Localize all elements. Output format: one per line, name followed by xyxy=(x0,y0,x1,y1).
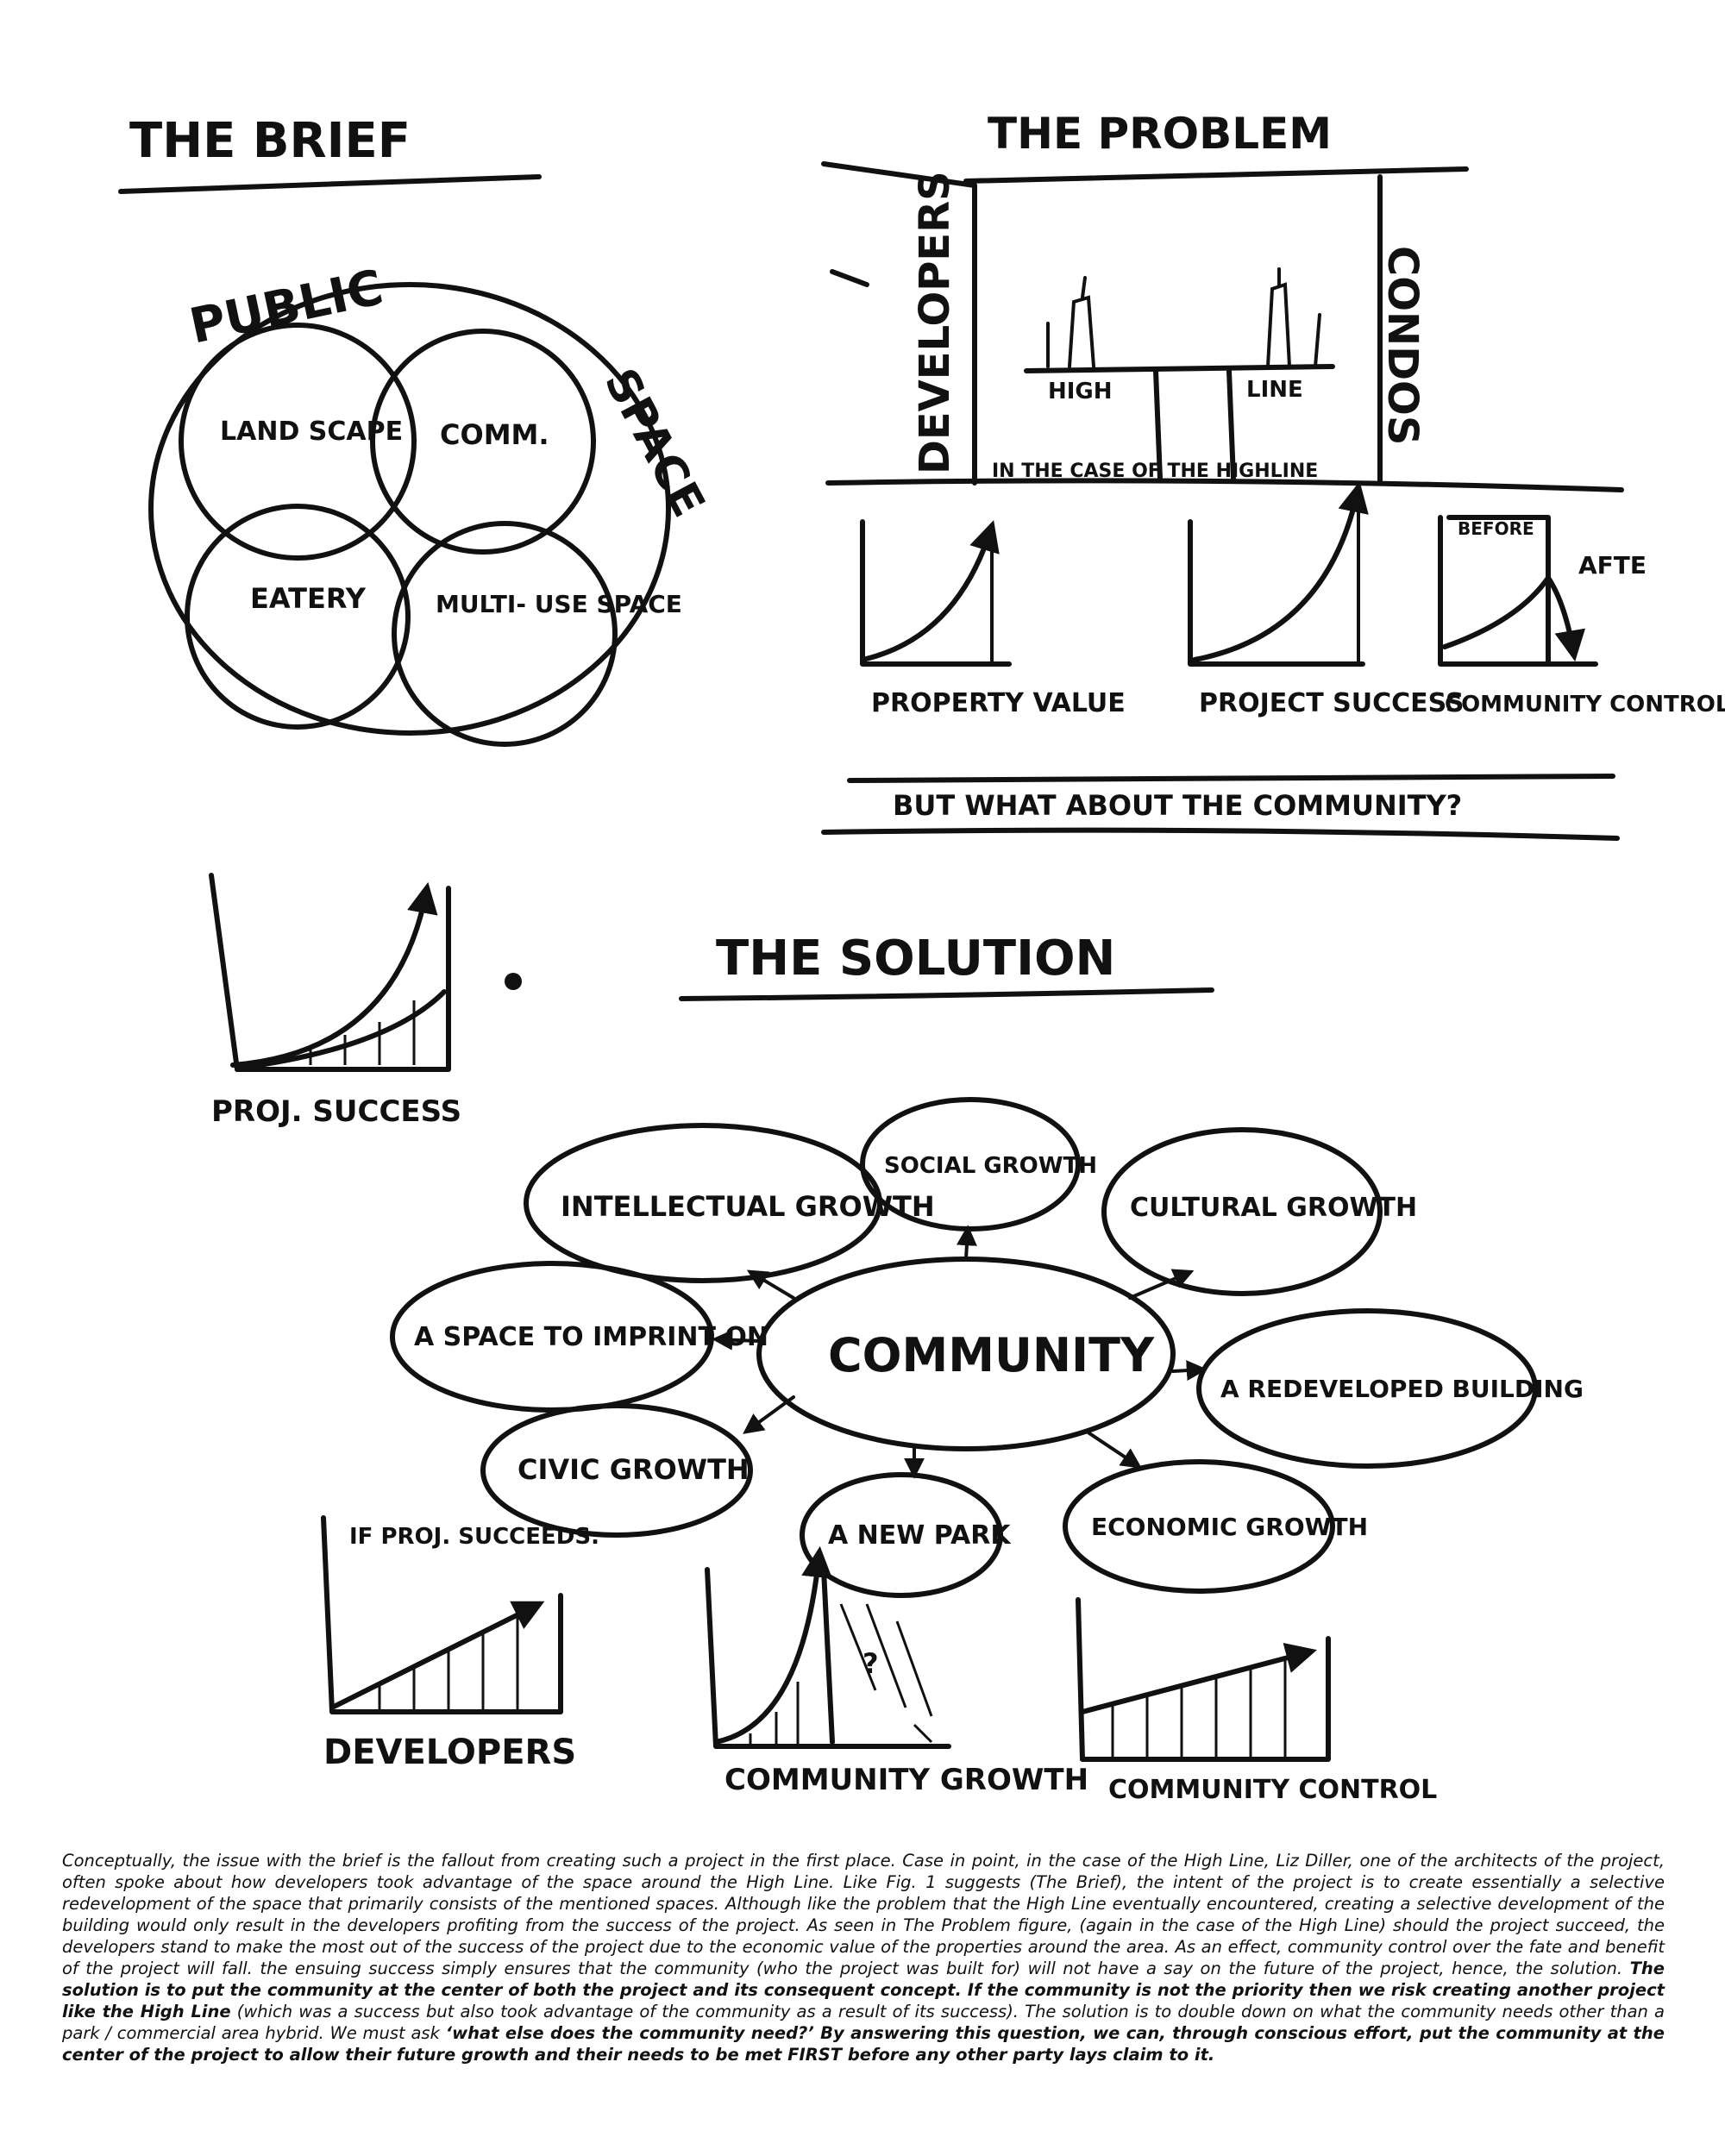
sketch-canvas: THE BRIEF PUBLIC SPACE LAND SCAPE COMM. … xyxy=(118,109,1725,1805)
eatery-circle xyxy=(185,504,411,730)
node-label-imprint: A SPACE TO IMPRINT ON xyxy=(414,1322,768,1352)
brief-circle-landscape: LAND SCAPE xyxy=(220,417,403,447)
brief-section: THE BRIEF PUBLIC SPACE LAND SCAPE COMM. … xyxy=(118,113,715,747)
brief-title-underline xyxy=(118,174,542,194)
problem-question-line-top xyxy=(847,774,1615,783)
graph-community-control: BEFORE AFTE xyxy=(1438,515,1647,667)
node-economic-growth: ECONOMIC GROWTH xyxy=(1063,1459,1368,1594)
brief-title: THE BRIEF xyxy=(129,113,411,169)
before-label: BEFORE xyxy=(1458,518,1534,539)
graph-label-community-growth: COMMUNITY GROWTH xyxy=(724,1763,1088,1797)
graph-community-growth: ? xyxy=(705,1545,951,1749)
node-label-cultural: CULTURAL GROWTH xyxy=(1130,1193,1417,1223)
node-label-social: SOCIAL GROWTH xyxy=(884,1153,1097,1179)
node-intellectual-growth: INTELLECTUAL GROWTH xyxy=(524,1123,935,1283)
high-line-support-left xyxy=(1153,368,1163,481)
node-label-intellectual: INTELLECTUAL GROWTH xyxy=(561,1190,935,1223)
node-label-civic: CIVIC GROWTH xyxy=(518,1453,750,1486)
figure-group-right xyxy=(1266,267,1321,368)
node-cultural-growth: CULTURAL GROWTH xyxy=(1101,1127,1417,1296)
caption-text-2: (which was a success but also took advan… xyxy=(62,2002,1665,2043)
solution-title-underline xyxy=(679,987,1214,1001)
line-label: LINE xyxy=(1246,377,1303,403)
caption-paragraph: Conceptually, the issue with the brief i… xyxy=(62,1850,1665,2065)
problem-section: THE PROBLEM DEVELOPERS CONDOS HIGH LINE … xyxy=(821,109,1725,841)
graph-label-property-value: PROPERTY VALUE xyxy=(871,688,1126,718)
solution-section: THE SOLUTION PROJ. SUCCESS COMMUNITY INT… xyxy=(209,873,1584,1805)
graph-proj-success xyxy=(209,873,451,1072)
node-label-new-park: A NEW PARK xyxy=(828,1520,1012,1551)
if-proj-label: IF PROJ. SUCCEEDS. xyxy=(349,1524,599,1550)
caption-bold-1: The solution is to put the community at … xyxy=(62,1959,1665,2021)
problem-left-street xyxy=(821,161,977,486)
graph-label-project-success: PROJECT SUCCESS xyxy=(1199,688,1465,718)
mind-map-connectors xyxy=(712,1225,1208,1479)
graph-label-developers: DEVELOPERS xyxy=(323,1733,576,1772)
community-growth-qmark: ? xyxy=(862,1647,879,1680)
brief-space-label: SPACE xyxy=(594,360,715,525)
brief-circle-eatery: EATERY xyxy=(250,582,367,615)
community-center-label: COMMUNITY xyxy=(828,1328,1155,1382)
graph-property-value xyxy=(860,519,1012,667)
highline-note: IN THE CASE OF THE HIGHLINE xyxy=(992,461,1318,482)
high-label: HIGH xyxy=(1048,379,1113,404)
after-label: AFTE xyxy=(1578,551,1647,580)
problem-title: THE PROBLEM xyxy=(988,109,1332,159)
proj-success-label: PROJ. SUCCESS xyxy=(211,1094,461,1129)
node-social-growth: SOCIAL GROWTH xyxy=(860,1097,1097,1232)
problem-question: BUT WHAT ABOUT THE COMMUNITY? xyxy=(893,789,1462,822)
figure-group-left xyxy=(1046,276,1095,368)
node-label-redeveloped: A REDEVELOPED BUILDING xyxy=(1220,1375,1584,1403)
comm-circle xyxy=(370,329,596,555)
solution-title: THE SOLUTION xyxy=(716,931,1115,987)
graph-developers: IF PROJ. SUCCEEDS. xyxy=(321,1515,599,1714)
graph-label-community-control-future: COMMUNITY CONTROL xyxy=(1108,1775,1437,1805)
condos-label: CONDOS xyxy=(1378,246,1427,445)
problem-title-underline xyxy=(963,166,1469,184)
node-redeveloped-building: A REDEVELOPED BUILDING xyxy=(1196,1308,1584,1469)
high-line-support-right xyxy=(1226,368,1236,481)
developers-label: DEVELOPERS xyxy=(911,171,959,474)
problem-tick xyxy=(830,269,869,287)
multi-use-circle xyxy=(392,521,618,747)
problem-question-line-bottom xyxy=(821,827,1620,841)
graph-project-success xyxy=(1188,480,1369,667)
bullet-dot xyxy=(505,973,522,990)
node-new-park: A NEW PARK xyxy=(800,1472,1012,1598)
node-space-to-imprint: A SPACE TO IMPRINT ON xyxy=(390,1261,768,1413)
caption-bold-2: ‘what else does the community need?’ By … xyxy=(62,2023,1665,2065)
graph-label-community-control: COMMUNITY CONTROL xyxy=(1445,692,1725,718)
high-line-deck xyxy=(1024,364,1335,373)
brief-circle-multi-use: MULTI- USE SPACE xyxy=(436,590,682,618)
problem-ground-line xyxy=(825,478,1624,492)
landscape-circle xyxy=(179,323,417,561)
brief-circle-comm: COMM. xyxy=(440,418,549,451)
graph-community-control-future xyxy=(1076,1597,1331,1762)
public-space-outline xyxy=(148,282,671,736)
node-civic-growth: CIVIC GROWTH xyxy=(480,1403,753,1538)
caption-text-1: Conceptually, the issue with the brief i… xyxy=(62,1851,1665,1978)
node-label-economic: ECONOMIC GROWTH xyxy=(1091,1513,1368,1541)
